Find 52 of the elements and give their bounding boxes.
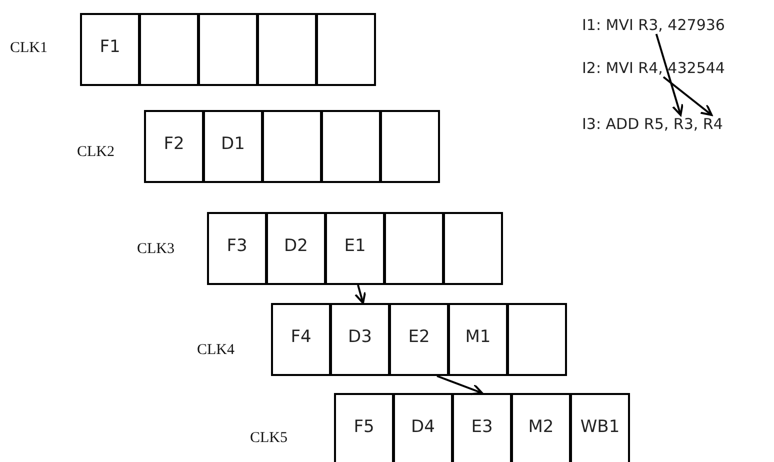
clock-label: CLK1 xyxy=(10,40,48,57)
stage-label: M2 xyxy=(527,417,555,437)
pipeline-cell xyxy=(271,303,331,376)
pipeline-cell xyxy=(207,212,267,285)
pipeline-cell xyxy=(389,303,449,376)
stage-label: D4 xyxy=(410,417,436,437)
stage-label: WB1 xyxy=(579,417,621,437)
arrow xyxy=(354,284,366,304)
pipeline-cell xyxy=(452,393,512,462)
stage-label: D1 xyxy=(220,134,246,154)
pipeline-cell xyxy=(144,110,204,183)
stage-label: M1 xyxy=(464,327,492,347)
pipeline-cell xyxy=(139,13,199,86)
pipeline-cell xyxy=(257,13,317,86)
arrow xyxy=(655,34,684,116)
stage-label: F5 xyxy=(352,417,376,437)
pipeline-cell xyxy=(380,110,440,183)
pipeline-cell xyxy=(393,393,453,462)
stage-label: E2 xyxy=(407,327,431,347)
pipeline-cell xyxy=(316,13,376,86)
pipeline-cell xyxy=(507,303,567,376)
pipeline-cell xyxy=(80,13,140,86)
clock-label: CLK4 xyxy=(197,342,234,359)
stage-label: F4 xyxy=(290,327,312,347)
pipeline-cell xyxy=(511,393,571,462)
pipeline-cell xyxy=(203,110,263,183)
clock-label: CLK5 xyxy=(250,430,288,447)
stage-label: D3 xyxy=(347,327,373,347)
stage-label: E1 xyxy=(343,236,367,256)
pipeline-cell xyxy=(570,393,630,462)
pipeline-cell xyxy=(334,393,394,462)
stage-label: D2 xyxy=(283,236,309,256)
pipeline-cell xyxy=(443,212,503,285)
pipeline-cell xyxy=(198,13,258,86)
instruction-text: I1: MVI R3, 427936 xyxy=(582,16,725,34)
arrow xyxy=(436,375,483,396)
instruction-text: I3: ADD R5, R3, R4 xyxy=(582,115,723,133)
pipeline-cell xyxy=(266,212,326,285)
clock-label: CLK2 xyxy=(77,144,114,161)
pipeline-cell xyxy=(321,110,381,183)
stage-label: F3 xyxy=(226,236,248,256)
pipeline-cell xyxy=(325,212,385,285)
stage-label: F2 xyxy=(162,134,186,154)
stage-label: E3 xyxy=(470,417,494,437)
pipeline-cell xyxy=(384,212,444,285)
arrow xyxy=(662,76,713,116)
clock-label: CLK3 xyxy=(137,241,174,258)
stage-label: F1 xyxy=(98,37,122,57)
pipeline-cell xyxy=(330,303,390,376)
pipeline-cell xyxy=(448,303,508,376)
pipeline-cell xyxy=(262,110,322,183)
instruction-text: I2: MVI R4, 432544 xyxy=(582,59,725,77)
